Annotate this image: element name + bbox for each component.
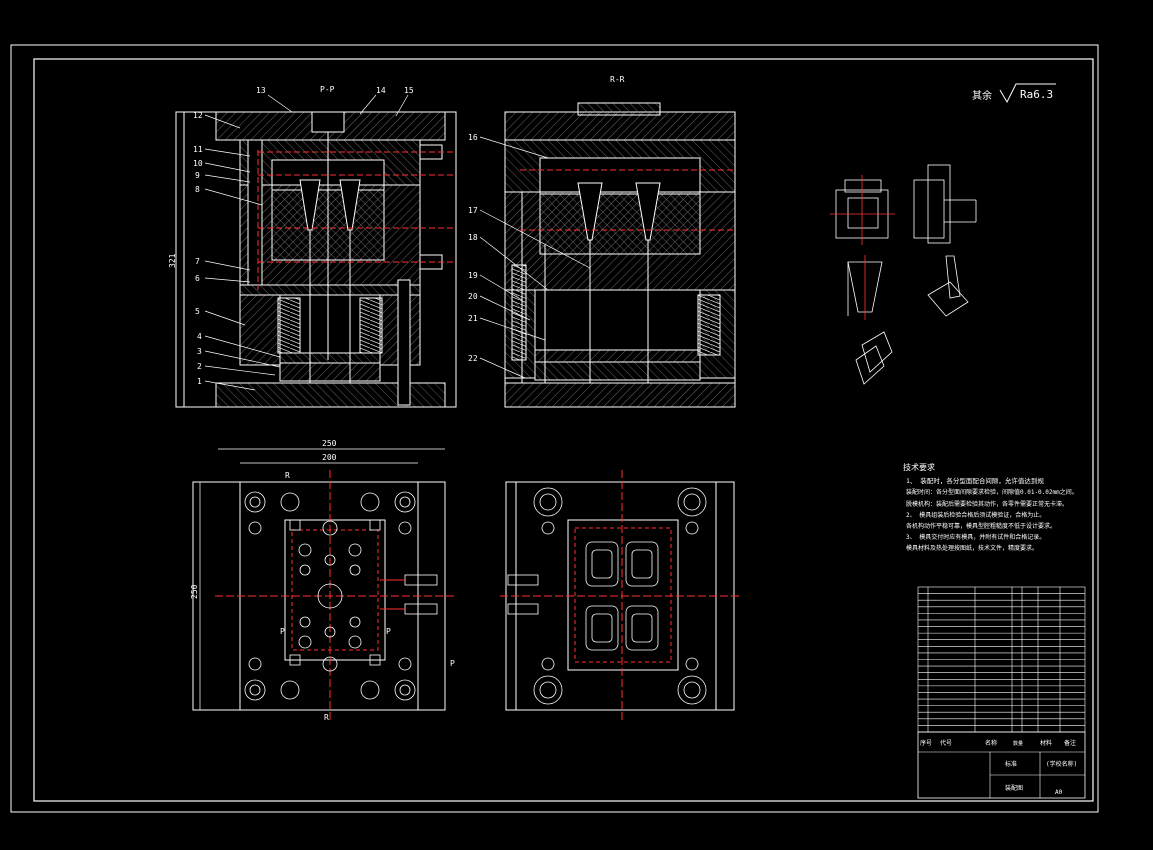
dim-width-outer: 250 xyxy=(322,439,337,448)
title-block: 序号 代号 名称 数量 材料 备注 标准 (学校名称) 装配图 A0 xyxy=(917,731,1086,799)
bom-header-material: 材料 xyxy=(1040,739,1052,747)
callout-5: 5 xyxy=(195,307,200,316)
callout-6: 6 xyxy=(195,274,200,283)
callout-17: 17 xyxy=(468,206,478,215)
callout-2: 2 xyxy=(197,362,202,371)
callout-14: 14 xyxy=(376,86,386,95)
part-detail-views xyxy=(830,164,977,385)
callout-1: 1 xyxy=(197,377,202,386)
callout-9: 9 xyxy=(195,171,200,180)
section-pp-view: P-P xyxy=(168,85,457,408)
notes-line-6: 3、 模具交付时应有模具，并附有试件和合格记录。 xyxy=(906,533,1045,541)
notes-line-3: 脱模机构：装配后需要检验其动作，各零件需要正常无卡滞。 xyxy=(906,500,1068,508)
notes-line-1: 1、 装配时，各分型面配合间隙，允许值达到规 xyxy=(906,476,1044,485)
plan-view-fixed: 250 200 250 P P R R P xyxy=(190,439,455,722)
callout-22: 22 xyxy=(468,354,478,363)
callout-12: 12 xyxy=(193,111,203,120)
dim-width-inner: 200 xyxy=(322,453,337,462)
bom-header-code: 代号 xyxy=(940,739,952,747)
notes-line-5: 各机构动作平稳可靠，模具型腔粗糙度不低于设计要求。 xyxy=(906,522,1056,530)
notes-line-4: 2、 模具组装后检验合格后须试模验证，合格为止。 xyxy=(906,511,1045,519)
plan-mark-p-far: P xyxy=(450,659,455,668)
callout-4: 4 xyxy=(197,332,202,341)
notes-line-2: 装配时间：各分型面间隙要求检验，间隙值0.01-0.02mm之间。 xyxy=(906,488,1078,496)
callout-11: 11 xyxy=(193,145,203,154)
callout-18: 18 xyxy=(468,233,478,242)
title-name-label: 标准 xyxy=(1005,760,1017,768)
callout-7: 7 xyxy=(195,257,200,266)
bill-of-materials xyxy=(917,586,1086,733)
bom-header-qty: 数量 xyxy=(1013,740,1023,747)
callout-20: 20 xyxy=(468,292,478,301)
roughness-prefix: 其余 xyxy=(972,89,992,102)
notes-title: 技术要求 xyxy=(903,462,935,472)
dim-overall-height: 321 xyxy=(168,253,177,268)
roughness-note: 其余 Ra6.3 xyxy=(972,83,1056,104)
callout-10: 10 xyxy=(193,159,203,168)
notes-line-7: 模具材料及热处理按图纸，技术文件，精度要求。 xyxy=(906,544,1038,552)
plan-mark-p-left: P xyxy=(280,627,285,636)
callout-8: 8 xyxy=(195,185,200,194)
roughness-value: Ra6.3 xyxy=(1020,88,1053,101)
section-pp-label: P-P xyxy=(320,85,335,94)
title-sheet-size: A0 xyxy=(1055,789,1063,796)
callouts-left: 1 2 3 4 5 6 7 8 9 10 11 12 xyxy=(193,111,281,391)
callout-21: 21 xyxy=(468,314,478,323)
callout-16: 16 xyxy=(468,133,478,142)
callout-15: 15 xyxy=(404,86,414,95)
section-rr-label: R-R xyxy=(610,75,625,84)
title-school-label: (学校名称) xyxy=(1046,760,1077,768)
section-rr-view: R-R xyxy=(504,75,736,408)
technical-notes: 技术要求 1、 装配时，各分型面配合间隙，允许值达到规 装配时间：各分型面间隙要… xyxy=(903,462,1078,552)
bom-header-remark: 备注 xyxy=(1064,739,1076,747)
callout-13: 13 xyxy=(256,86,266,95)
dim-height-plan: 250 xyxy=(190,584,199,599)
bom-header-index: 序号 xyxy=(920,739,932,747)
inner-frame xyxy=(33,58,1094,802)
plan-mark-r-top: R xyxy=(285,471,290,480)
plan-view-moving xyxy=(500,470,740,720)
callouts-right: 16 17 18 19 20 21 22 xyxy=(468,133,591,379)
callout-3: 3 xyxy=(197,347,202,356)
plan-mark-r-bottom: R xyxy=(324,713,329,722)
callouts-top: 13 14 15 xyxy=(256,86,414,117)
callout-19: 19 xyxy=(468,271,478,280)
plan-mark-p-right: P xyxy=(386,627,391,636)
title-drawing-label: 装配图 xyxy=(1005,784,1023,792)
outer-frame xyxy=(10,44,1099,813)
bom-header-name: 名称 xyxy=(985,739,997,747)
